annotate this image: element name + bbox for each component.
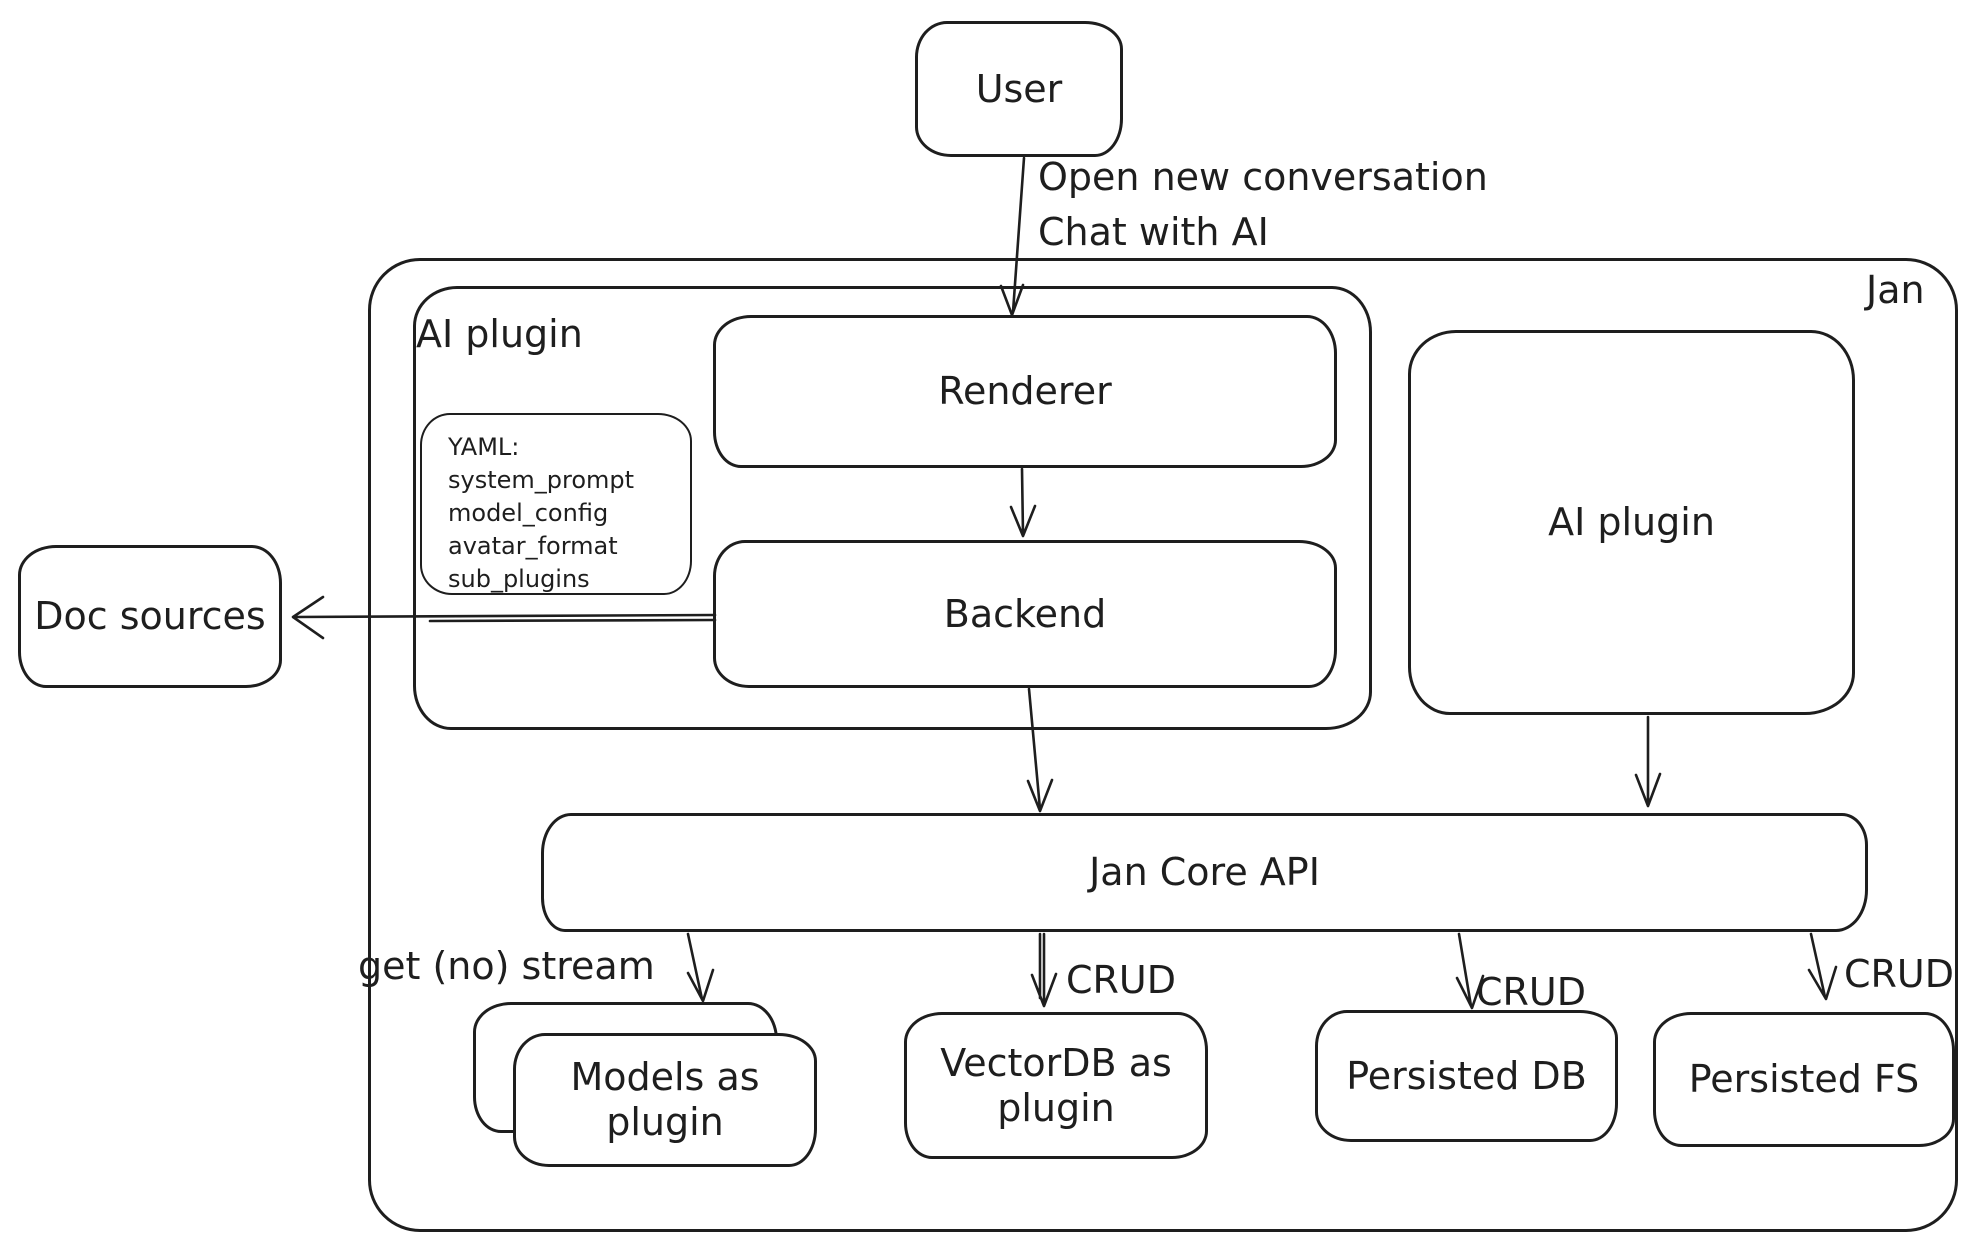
note-yaml-config: YAML: system_prompt model_config avatar_… (420, 413, 692, 595)
container-ai-plugin-label: AI plugin (416, 312, 583, 356)
node-persisted-fs: Persisted FS (1653, 1012, 1955, 1147)
node-models-as-plugin-label: Models as plugin (570, 1055, 760, 1144)
node-doc-sources: Doc sources (18, 545, 282, 688)
node-vectordb-as-plugin: VectorDB as plugin (904, 1012, 1208, 1159)
node-user: User (915, 21, 1123, 157)
edge-label-open-conversation: Open new conversation Chat with AI (1038, 150, 1488, 260)
node-ai-plugin-right: AI plugin (1408, 330, 1855, 715)
yaml-line: avatar_format (448, 532, 618, 560)
node-persisted-db-label: Persisted DB (1346, 1053, 1587, 1098)
node-user-label: User (975, 66, 1063, 111)
node-ai-plugin-right-label: AI plugin (1548, 500, 1715, 545)
container-jan (368, 258, 1958, 1232)
edge-label-crud-persisted-fs: CRUD (1844, 952, 1955, 996)
node-renderer: Renderer (713, 315, 1337, 468)
yaml-line: system_prompt (448, 466, 635, 494)
node-persisted-fs-label: Persisted FS (1688, 1057, 1920, 1102)
edge-label-crud-vectordb: CRUD (1066, 958, 1177, 1002)
node-persisted-db: Persisted DB (1315, 1010, 1618, 1142)
yaml-line: YAML: (448, 433, 520, 461)
container-jan-label: Jan (1866, 268, 1925, 312)
node-backend: Backend (713, 540, 1337, 688)
node-jan-core-api: Jan Core API (541, 813, 1868, 932)
edge-label-get-stream: get (no) stream (358, 944, 655, 988)
edge-label-line2: Chat with AI (1038, 210, 1269, 254)
node-doc-sources-label: Doc sources (34, 594, 266, 639)
node-jan-core-api-label: Jan Core API (1089, 850, 1320, 895)
node-models-as-plugin: Models as plugin (513, 1033, 817, 1167)
node-renderer-label: Renderer (938, 369, 1112, 414)
edge-label-crud-persisted-db: CRUD (1476, 970, 1587, 1014)
yaml-line: sub_plugins (448, 565, 590, 593)
container-ai-plugin (413, 286, 1372, 730)
edge-label-line1: Open new conversation (1038, 155, 1488, 199)
node-backend-label: Backend (943, 591, 1107, 636)
yaml-line: model_config (448, 499, 609, 527)
node-vectordb-as-plugin-label: VectorDB as plugin (940, 1040, 1172, 1130)
